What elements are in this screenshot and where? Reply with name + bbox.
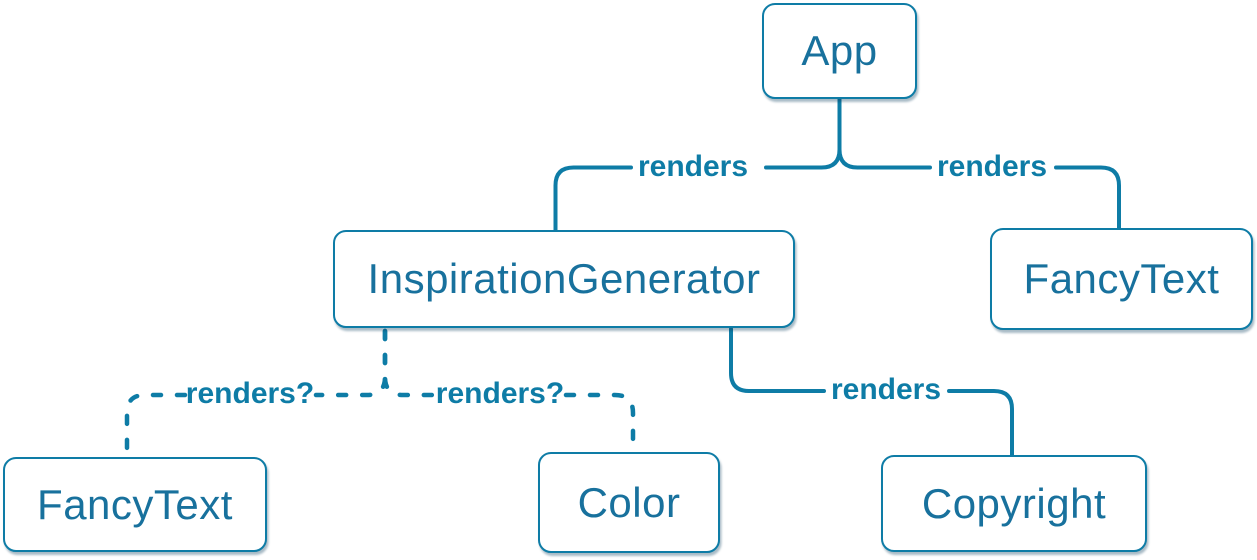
edge-label-inspiration-generator-color: renders? bbox=[435, 377, 565, 410]
node-fancy-text-top-right: FancyText bbox=[990, 228, 1253, 330]
node-fancy-text-top-right-label: FancyText bbox=[1023, 255, 1220, 302]
node-fancy-text-bottom-left: FancyText bbox=[3, 457, 267, 552]
edge-inspiration-generator-to-copyright bbox=[729, 327, 1014, 457]
node-copyright: Copyright bbox=[881, 455, 1147, 552]
edge-label-app-fancy-text: renders bbox=[936, 150, 1048, 183]
node-inspiration-generator: InspirationGenerator bbox=[333, 230, 795, 328]
edge-inspiration-generator-to-color bbox=[382, 328, 636, 455]
edge-app-to-fancy-text bbox=[837, 98, 1121, 230]
edge-label-inspiration-generator-fancy-text: renders? bbox=[185, 377, 315, 410]
node-copyright-label: Copyright bbox=[921, 479, 1107, 527]
node-color: Color bbox=[538, 452, 720, 553]
node-inspiration-generator-label: InspirationGenerator bbox=[367, 255, 761, 302]
node-app-label: App bbox=[801, 27, 878, 74]
node-fancy-text-bottom-left-label: FancyText bbox=[37, 480, 233, 528]
edge-label-app-inspiration-generator: renders bbox=[637, 150, 749, 183]
node-color-label: Color bbox=[577, 478, 681, 526]
edge-label-inspiration-generator-copyright: renders bbox=[830, 373, 942, 406]
node-app: App bbox=[762, 3, 917, 99]
